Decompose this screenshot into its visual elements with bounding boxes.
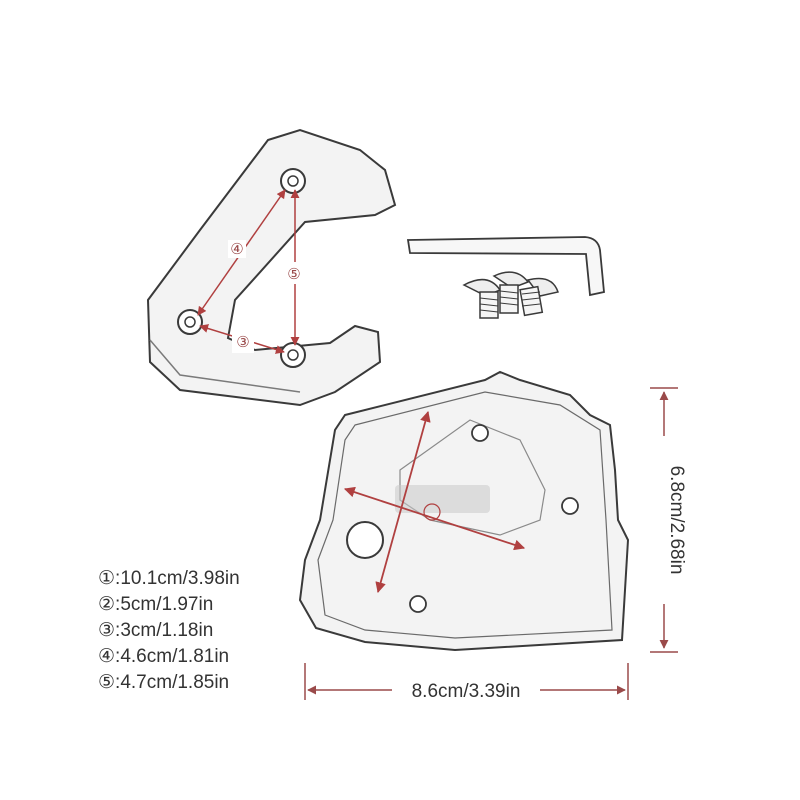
spec-marker: ① (98, 568, 115, 589)
spec-marker: ③ (98, 620, 115, 641)
spec-marker: ④ (98, 646, 115, 667)
spec-item-1: ①:10.1cm/3.98in (98, 568, 240, 589)
width-dimension-label: 8.6cm/3.39in (412, 681, 521, 702)
spec-item-3: ③:3cm/1.18in (98, 620, 213, 641)
allen-key-icon (406, 236, 605, 297)
marker-label-3: ③ (236, 333, 249, 351)
spec-value: :4.7cm/1.85in (115, 672, 229, 693)
spec-item-2: ②:5cm/1.97in (98, 594, 213, 615)
svg-text:①:10.1cm/3.98in: ①:10.1cm/3.98in (98, 568, 240, 589)
height-dimension-label: 6.8cm/2.68in (666, 466, 687, 575)
spec-value: :3cm/1.18in (115, 620, 213, 641)
spec-value: :4.6cm/1.81in (115, 646, 229, 667)
spec-marker: ② (98, 594, 115, 615)
marker-label-5: ⑤ (287, 265, 300, 283)
dimension-line-1 (343, 486, 526, 551)
marker-label-4: ④ (230, 240, 243, 258)
spec-item-5: ⑤:4.7cm/1.85in (98, 672, 229, 693)
screws-icon (462, 271, 559, 319)
spec-value: :5cm/1.97in (115, 594, 213, 615)
spec-item-4: ④:4.6cm/1.81in (98, 646, 229, 667)
side-plate-front-view: ④ ⑤ ③ (146, 128, 397, 407)
svg-text:②:5cm/1.97in: ②:5cm/1.97in (98, 594, 213, 615)
height-dimension: 6.8cm/2.68in (650, 387, 687, 653)
spec-value: :10.1cm/3.98in (115, 568, 240, 589)
svg-text:③:3cm/1.18in: ③:3cm/1.18in (98, 620, 213, 641)
spec-marker: ⑤ (98, 672, 115, 693)
side-plate-bottom-view (298, 370, 630, 652)
svg-text:⑤:4.7cm/1.85in: ⑤:4.7cm/1.85in (98, 672, 229, 693)
width-dimension: 8.6cm/3.39in (304, 663, 629, 702)
svg-text:④:4.6cm/1.81in: ④:4.6cm/1.81in (98, 646, 229, 667)
blurred-logo (395, 485, 490, 513)
spec-list: ①:10.1cm/3.98in ②:5cm/1.97in ③:3cm/1.18i… (98, 568, 240, 693)
